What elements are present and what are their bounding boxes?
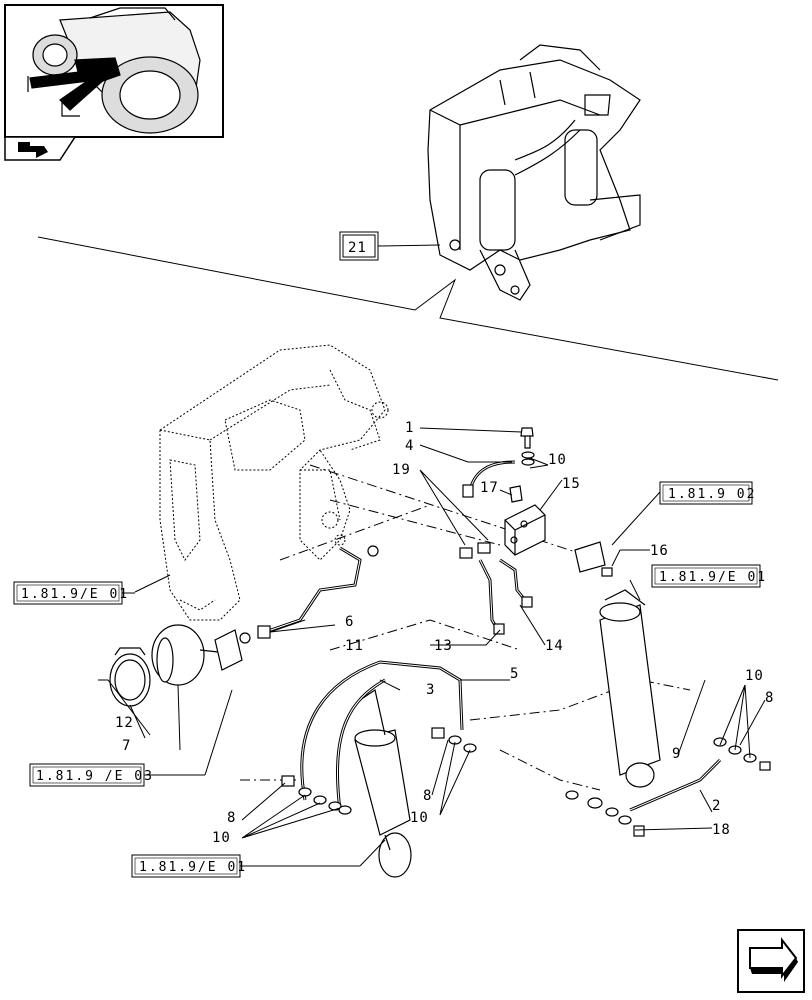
- callout-10-right[interactable]: 10: [745, 668, 764, 684]
- reference-box-5[interactable]: 1.81.9/E 01: [131, 854, 360, 878]
- callout-9[interactable]: 9: [672, 746, 681, 762]
- callout-8-mid[interactable]: 8: [423, 788, 432, 804]
- callout-18[interactable]: 18: [712, 822, 731, 838]
- hydraulic-parts: [109, 427, 771, 878]
- callout-4[interactable]: 4: [405, 438, 414, 454]
- section-divider: [37, 236, 779, 381]
- next-page-arrow-icon[interactable]: [737, 929, 805, 993]
- callout-10-left[interactable]: 10: [212, 830, 231, 846]
- tractor-thumbnail-icon: [27, 7, 201, 134]
- reference-box-4[interactable]: 1.81.9 /E 03: [29, 763, 205, 787]
- reference-box-3[interactable]: 1.81.9/E 01: [651, 564, 767, 588]
- reference-2-label: 1.81.9 02: [668, 487, 756, 502]
- reference-1-label: 1.81.9/E 01: [21, 587, 129, 602]
- reference-box-1[interactable]: 1.81.9/E 01: [13, 581, 129, 605]
- callout-2[interactable]: 2: [712, 798, 721, 814]
- callout-8-right[interactable]: 8: [765, 690, 774, 706]
- loader-frame-lower-dotted: [159, 344, 389, 621]
- callout-15[interactable]: 15: [562, 476, 581, 492]
- callout-5[interactable]: 5: [510, 666, 519, 682]
- callout-21: 21: [348, 240, 367, 256]
- callout-17[interactable]: 17: [480, 480, 499, 496]
- callout-12[interactable]: 12: [115, 715, 134, 731]
- loader-frame-top-drawing: [427, 44, 641, 301]
- callout-11[interactable]: 11: [345, 638, 364, 654]
- arrow-tab-icon[interactable]: [4, 136, 77, 161]
- callout-21-box[interactable]: 21: [339, 231, 441, 261]
- callout-6[interactable]: 6: [345, 614, 354, 630]
- callout-19[interactable]: 19: [392, 462, 411, 478]
- callout-1[interactable]: 1: [405, 420, 414, 436]
- callout-3[interactable]: 3: [426, 682, 435, 698]
- reference-4-label: 1.81.9 /E 03: [36, 769, 154, 784]
- callout-16[interactable]: 16: [650, 543, 669, 559]
- thumbnail-panel[interactable]: [4, 4, 224, 161]
- callout-14[interactable]: 14: [545, 638, 564, 654]
- leader-lines: [98, 427, 766, 867]
- callout-7[interactable]: 7: [122, 738, 131, 754]
- reference-box-2[interactable]: 1.81.9 02: [659, 481, 756, 505]
- reference-3-label: 1.81.9/E 01: [659, 570, 767, 585]
- callout-8-left[interactable]: 8: [227, 810, 236, 826]
- reference-5-label: 1.81.9/E 01: [139, 860, 247, 875]
- callout-10-top[interactable]: 10: [548, 452, 567, 468]
- callout-10-mid[interactable]: 10: [410, 810, 429, 826]
- callout-numbers: 1 4 10 19 17 15 16 13 14 6 11 3 5 12 7 8…: [115, 420, 774, 846]
- callout-13[interactable]: 13: [434, 638, 453, 654]
